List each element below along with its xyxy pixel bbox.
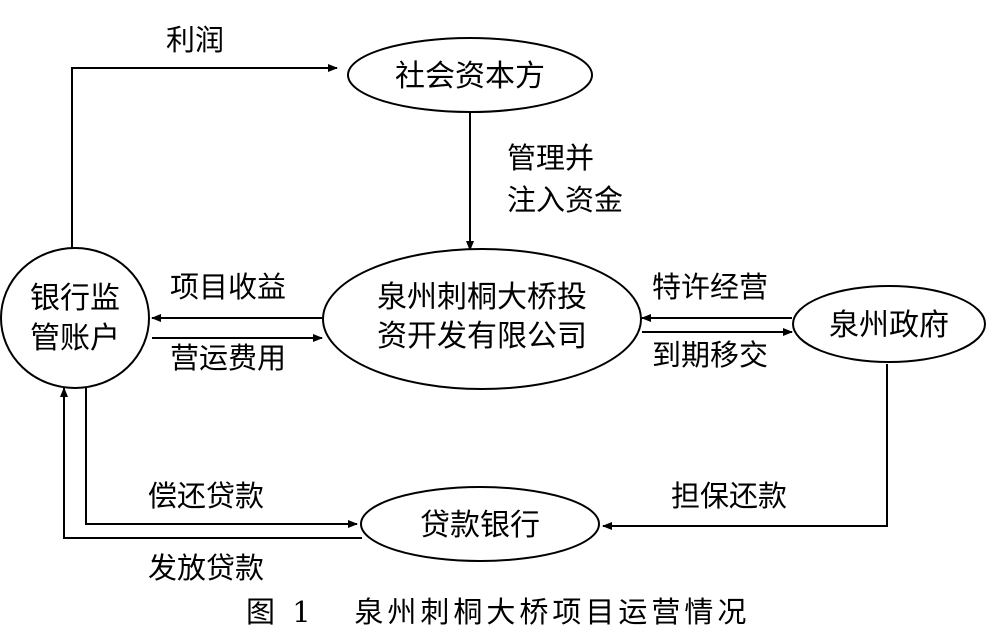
profit-label: 利润 xyxy=(166,23,224,57)
issue-arrow xyxy=(60,387,362,539)
government-label: 泉州政府 xyxy=(829,308,949,343)
social-capital-label: 社会资本方 xyxy=(395,59,545,94)
company-label-line2: 资开发有限公司 xyxy=(377,319,587,354)
node-lending-bank: 贷款银行 xyxy=(360,486,600,562)
bank-account-label-line2: 管账户 xyxy=(30,321,120,356)
node-social-capital: 社会资本方 xyxy=(347,37,593,113)
transfer-label: 到期移交 xyxy=(652,338,768,372)
guarantee-arrow xyxy=(602,364,888,530)
profit-arrow xyxy=(71,64,338,276)
node-company: 泉州刺桐大桥投 资开发有限公司 xyxy=(322,248,642,390)
cost-label: 营运费用 xyxy=(170,341,286,375)
guarantee-label: 担保还款 xyxy=(671,479,787,513)
node-government: 泉州政府 xyxy=(792,285,986,363)
repay-arrow xyxy=(85,386,358,528)
connectors xyxy=(60,64,888,539)
node-bank-account: 银行监 管账户 xyxy=(0,247,150,389)
lending-bank-label: 贷款银行 xyxy=(420,508,540,543)
manage-label-line2: 注入资金 xyxy=(507,183,623,217)
figure-caption: 图 1 泉州刺桐大桥项目运营情况 xyxy=(246,595,750,629)
issue-label: 发放贷款 xyxy=(148,551,264,585)
manage-label-line1: 管理并 xyxy=(507,141,594,175)
company-label-line1: 泉州刺桐大桥投 xyxy=(377,280,587,315)
repay-label: 偿还贷款 xyxy=(148,479,264,513)
bank-account-label-line1: 银行监 xyxy=(30,281,120,316)
revenue-label: 项目收益 xyxy=(170,270,286,304)
concession-label: 特许经营 xyxy=(652,270,768,304)
